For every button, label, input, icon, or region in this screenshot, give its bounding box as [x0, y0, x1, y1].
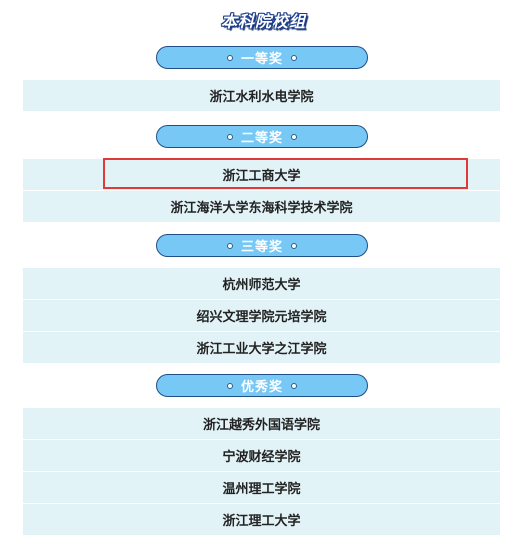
award-header-second: 二等奖: [156, 125, 368, 148]
dot-icon: [226, 382, 233, 389]
award-header-first: 一等奖: [156, 46, 368, 69]
list-item: 浙江越秀外国语学院: [23, 408, 500, 439]
list-item: 温州理工学院: [23, 472, 500, 503]
award-header-label: 一等奖: [240, 52, 283, 67]
dot-icon: [291, 133, 297, 140]
list-item: 宁波财经学院: [23, 440, 500, 471]
award-header-label: 优秀奖: [240, 380, 283, 395]
award-header-third: 三等奖: [156, 234, 368, 257]
dot-icon: [291, 382, 297, 389]
dot-icon: [226, 242, 233, 249]
list-item: 浙江理工大学: [23, 504, 500, 535]
list-item: 浙江海洋大学东海科学技术学院: [23, 191, 500, 222]
award-header-excellence: 优秀奖: [156, 374, 368, 397]
page-title: 本科院校组: [220, 12, 306, 31]
dot-icon: [291, 54, 297, 61]
list-item: 浙江工业大学之江学院: [23, 332, 500, 363]
dot-icon: [226, 133, 233, 140]
award-header-label: 三等奖: [240, 240, 283, 255]
list-item: 浙江工商大学: [23, 159, 500, 190]
list-item: 杭州师范大学: [23, 268, 500, 299]
award-header-label: 二等奖: [240, 131, 283, 146]
list-item: 绍兴文理学院元培学院: [23, 300, 500, 331]
list-item: 浙江水利水电学院: [23, 80, 500, 111]
dot-icon: [226, 54, 233, 61]
dot-icon: [291, 242, 297, 249]
